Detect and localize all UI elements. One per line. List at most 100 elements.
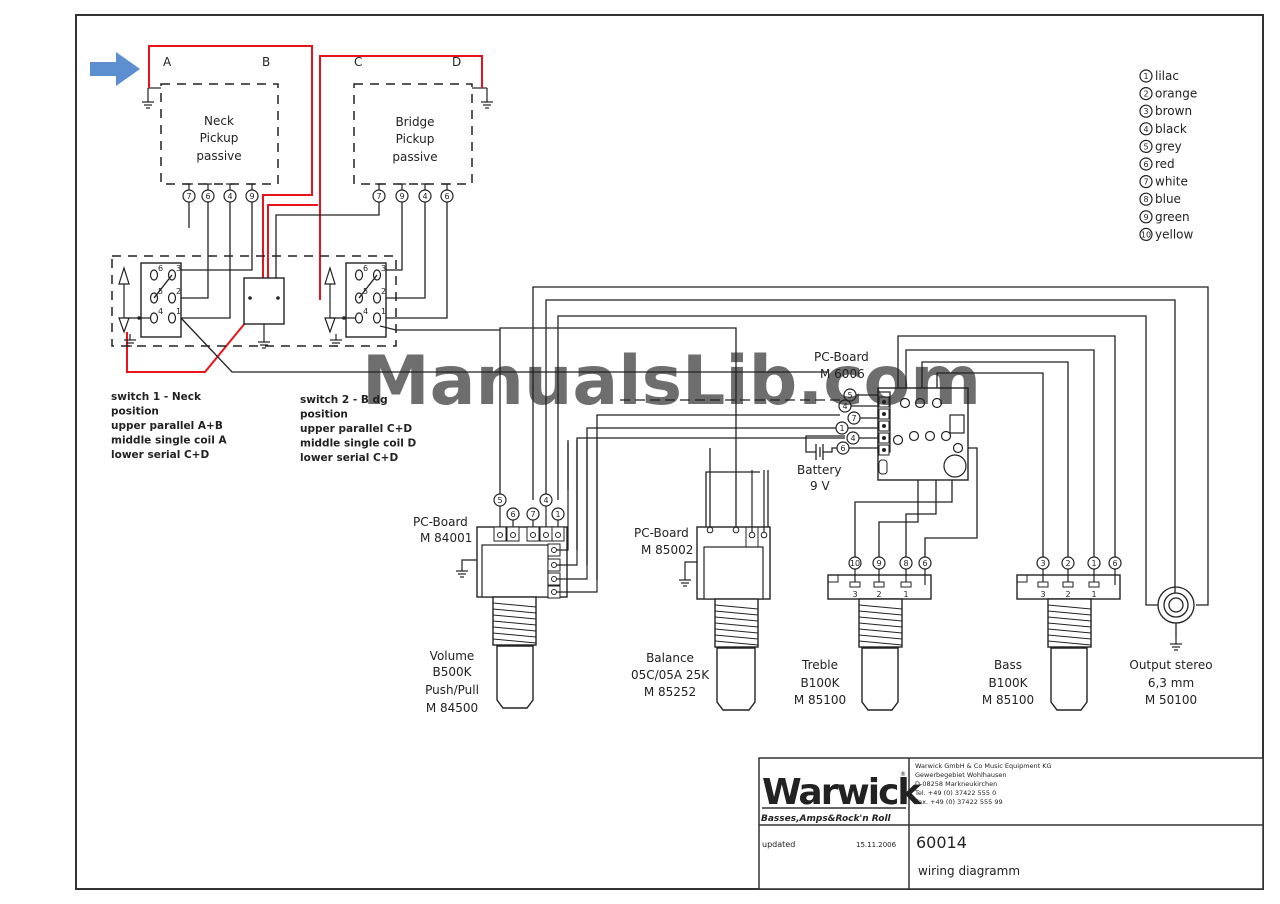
bridge-pickup-line1: Bridge xyxy=(395,115,434,129)
pickup-wire-number: 4 xyxy=(223,189,237,203)
updated-label: updated xyxy=(762,840,795,849)
switch-pin-label: 6 xyxy=(363,264,368,273)
legend-color-label: lilac xyxy=(1155,69,1179,83)
volume-wire-number: 1 xyxy=(551,507,565,521)
svg-text:8: 8 xyxy=(1143,195,1148,204)
legend-color-label: orange xyxy=(1155,87,1197,101)
pcboard-wire-number: 1 xyxy=(835,421,849,435)
svg-text:2: 2 xyxy=(1065,559,1070,568)
balance-board-label: PC-Board xyxy=(634,526,689,540)
svg-text:1: 1 xyxy=(1143,72,1148,81)
bridge-pickup-line2: Pickup xyxy=(396,132,435,146)
legend-number-badge: 10 xyxy=(1139,227,1153,241)
pcboard-wire-number: 7 xyxy=(847,411,861,425)
pcb-solder-pad xyxy=(908,430,920,442)
pcboard-wire-number: 5 xyxy=(843,388,857,402)
switch-2-pin xyxy=(354,269,364,281)
switch-2-text-line: switch 2 - B dg xyxy=(300,394,388,406)
svg-text:5: 5 xyxy=(847,391,852,400)
balance-board-pin xyxy=(760,531,768,539)
bass-line1: Bass xyxy=(994,658,1022,672)
svg-text:7: 7 xyxy=(376,192,381,201)
svg-text:9: 9 xyxy=(1143,213,1148,222)
switch-pin-label: 3 xyxy=(381,264,386,273)
treble-pot: Treble B100K M 85100 xyxy=(794,574,932,711)
switch-1-pin xyxy=(167,292,177,304)
volume-wire-number: 5 xyxy=(493,493,507,507)
svg-text:6: 6 xyxy=(205,192,210,201)
svg-text:7: 7 xyxy=(530,510,535,519)
legend-color-label: green xyxy=(1155,210,1190,224)
terminal-b-label: B xyxy=(262,55,270,69)
svg-text:4: 4 xyxy=(543,496,548,505)
drawing-number: 60014 xyxy=(916,833,967,852)
balance-line2: 05C/05A 25K xyxy=(631,668,710,682)
switch-1-pin xyxy=(167,312,177,324)
pcboard-wire-number: 4 xyxy=(838,399,852,413)
switch-pin-label: 5 xyxy=(363,287,368,296)
svg-text:4: 4 xyxy=(850,434,855,443)
legend-number-badge: 3 xyxy=(1139,104,1153,118)
pcb-solder-pad xyxy=(892,434,904,446)
volume-pot: PC-Board M 84001 Volume B500K Push/Pull … xyxy=(413,515,568,715)
output-line1: Output stereo xyxy=(1129,658,1212,672)
terminal-d-label: D xyxy=(452,55,461,69)
legend-color-label: red xyxy=(1155,157,1175,171)
pcboard-main-sub: M 6006 xyxy=(820,367,865,381)
treble-line3: M 85100 xyxy=(794,693,846,707)
switch-1-pin xyxy=(149,269,159,281)
watermark: ManualsLib.com xyxy=(362,342,981,421)
slogan: Basses,Amps&Rock'n Roll xyxy=(761,814,892,824)
ground-icon xyxy=(329,333,343,347)
neck-pickup-line3: passive xyxy=(196,149,241,163)
svg-text:6: 6 xyxy=(922,559,927,568)
bridge-pickup-line3: passive xyxy=(392,150,437,164)
output-line3: M 50100 xyxy=(1145,693,1197,707)
svg-text:10: 10 xyxy=(850,559,860,568)
ground-icon xyxy=(480,95,494,109)
svg-text:5: 5 xyxy=(1143,142,1148,151)
updated-date: 15.11.2006 xyxy=(856,841,897,849)
bass-pin-label: 2 xyxy=(1065,590,1070,599)
balance-board-model: M 85002 xyxy=(641,543,693,557)
balance-line1: Balance xyxy=(646,651,694,665)
svg-text:6: 6 xyxy=(1112,559,1117,568)
pcb-solder-pad xyxy=(899,397,911,409)
switch-2-text-line: middle single coil D xyxy=(300,438,416,450)
switch-pin-label: 1 xyxy=(381,307,386,316)
battery-icon xyxy=(805,435,845,460)
pointer-arrow-icon xyxy=(90,52,140,86)
red-wires xyxy=(126,45,483,373)
battery-voltage: 9 V xyxy=(810,479,830,493)
treble-line1: Treble xyxy=(801,658,838,672)
warwick-logo: Warwick xyxy=(762,772,922,813)
ground-icon xyxy=(123,333,137,347)
switch-1-text-line: switch 1 - Neck xyxy=(111,391,202,403)
switch-1-text-line: upper parallel A+B xyxy=(111,420,223,432)
switch-pin-label: 2 xyxy=(176,287,181,296)
bass-pot: Bass B100K M 85100 xyxy=(982,574,1121,711)
svg-text:3: 3 xyxy=(1143,107,1148,116)
drawing-frame xyxy=(75,14,1264,890)
ground-icon xyxy=(141,95,155,109)
balance-board-pin xyxy=(732,526,740,534)
svg-text:1: 1 xyxy=(1091,559,1096,568)
bridge-pickup: Bridge Pickup passive C D xyxy=(353,55,473,185)
balance-board-pin xyxy=(748,531,756,539)
bass-wire-number: 1 xyxy=(1087,556,1101,570)
svg-text:3: 3 xyxy=(1040,559,1045,568)
svg-text:10: 10 xyxy=(1141,230,1151,239)
bass-wire-number: 2 xyxy=(1061,556,1075,570)
logo-registered-mark: ® xyxy=(900,771,906,778)
terminal-c-label: C xyxy=(354,55,362,69)
legend-number-badge: 8 xyxy=(1139,192,1153,206)
switch-pin-label: 3 xyxy=(176,264,181,273)
pcb-solder-pad xyxy=(952,442,964,454)
svg-text:1: 1 xyxy=(839,424,844,433)
volume-wire-number: 6 xyxy=(506,507,520,521)
pickup-wire-number: 9 xyxy=(395,189,409,203)
